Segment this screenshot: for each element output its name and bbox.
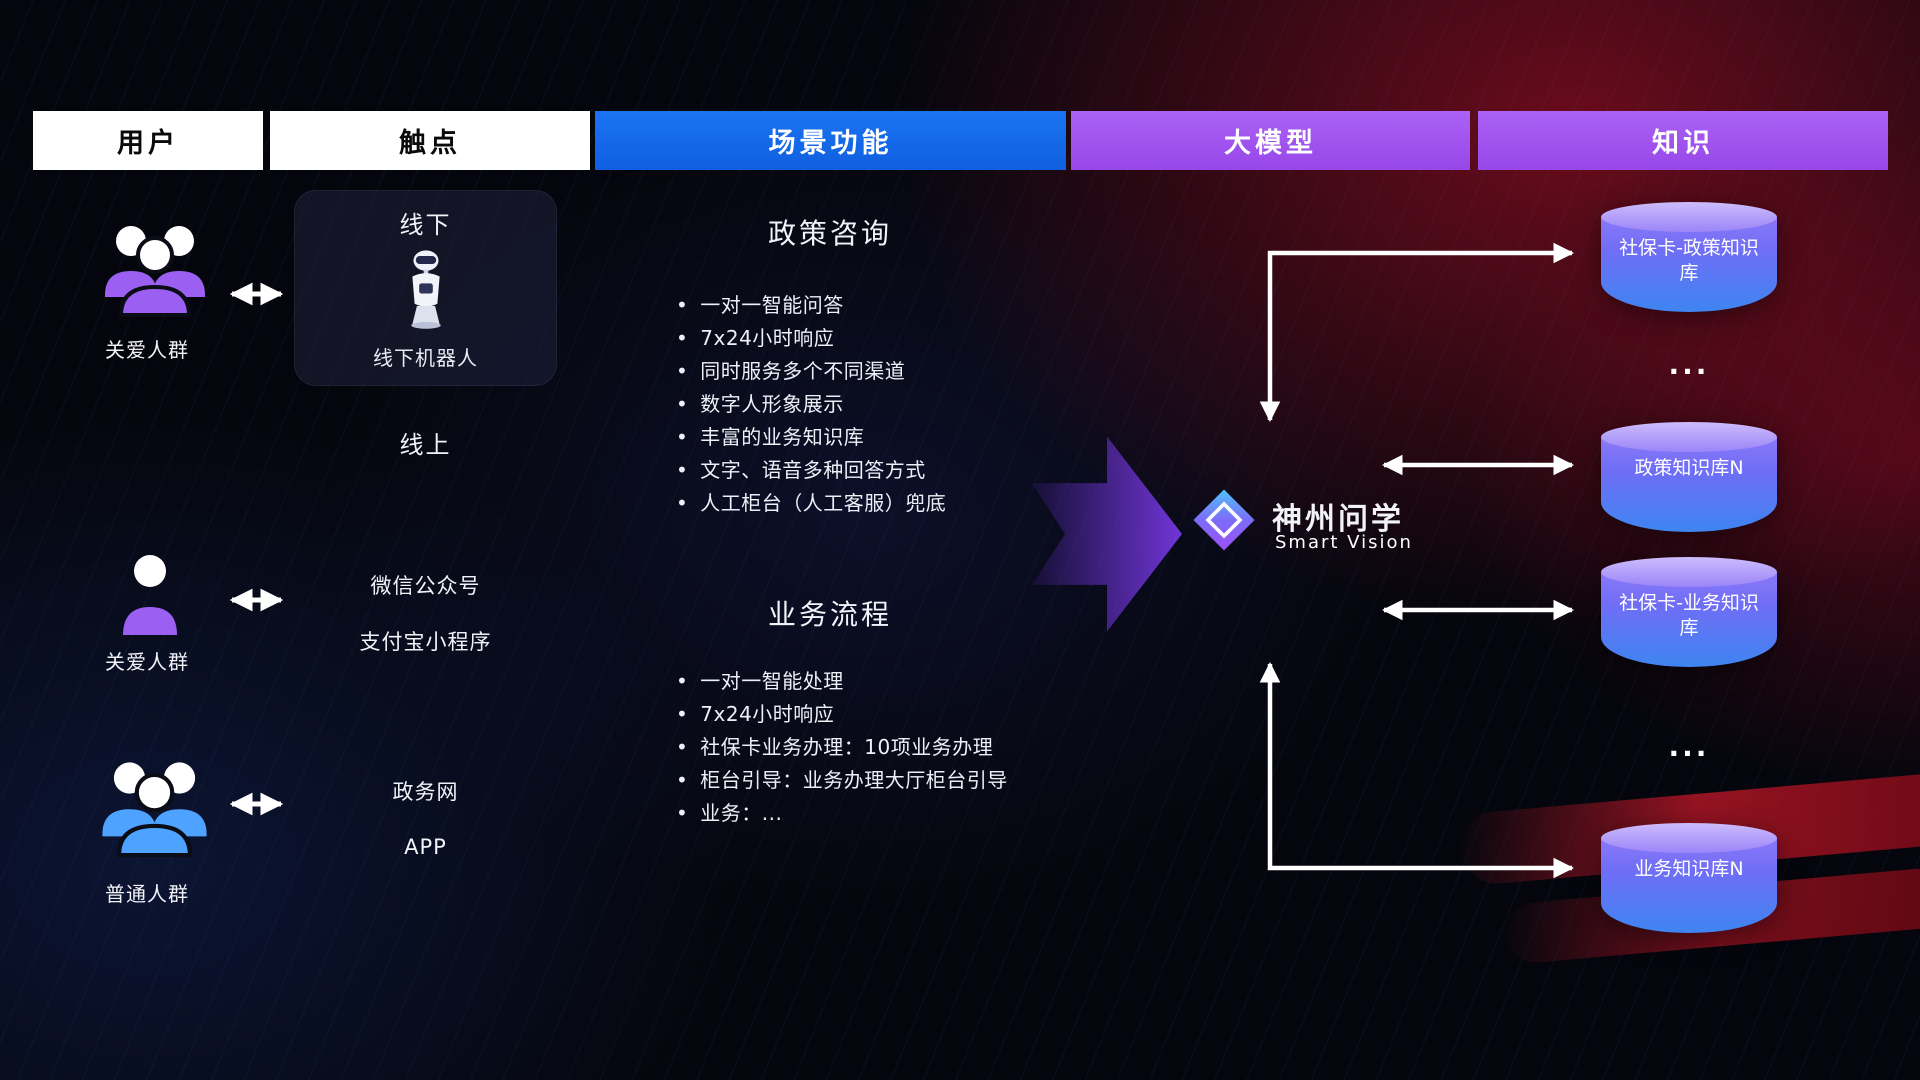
business-bullet: 社保卡业务办理：10项业务办理: [676, 731, 1008, 764]
db-policy-ssc: 社保卡-政策知识库: [1601, 202, 1777, 312]
policy-section-title: 政策咨询: [767, 217, 892, 250]
column-header-knowledge: 知识: [1478, 111, 1888, 170]
business-bullet: 7x24小时响应: [676, 698, 1008, 731]
channel-alipay: 支付宝小程序: [359, 630, 492, 654]
logo-subtitle: Smart Vision: [1275, 532, 1413, 553]
database-cylinder-icon: [1601, 572, 1777, 667]
channel-wechat: 微信公众号: [370, 574, 481, 598]
column-header-scenarios: 场景功能: [595, 111, 1066, 170]
policy-bullet: 人工柜台（人工客服）兜底: [676, 487, 946, 520]
database-cylinder-top-icon: [1601, 202, 1777, 232]
column-header-model: 大模型: [1071, 111, 1470, 170]
db-label: 政策知识库N: [1634, 457, 1744, 479]
channel-app: APP: [404, 835, 447, 859]
policy-bullet: 一对一智能问答: [676, 289, 946, 322]
business-bullet: 业务：...: [676, 797, 1008, 830]
db-label: 社保卡-业务知识库: [1619, 592, 1759, 640]
database-cylinder-top-icon: [1601, 422, 1777, 452]
db-business-n: 业务知识库N: [1601, 823, 1777, 933]
policy-bullet-list: 一对一智能问答 7x24小时响应 同时服务多个不同渠道 数字人形象展示 丰富的业…: [676, 289, 946, 520]
database-cylinder-icon: [1601, 437, 1777, 532]
database-cylinder-top-icon: [1601, 823, 1777, 853]
flow-arrow: [1032, 436, 1182, 632]
column-header-users: 用户: [33, 111, 263, 170]
policy-bullet: 数字人形象展示: [676, 388, 946, 421]
policy-bullet: 文字、语音多种回答方式: [676, 454, 946, 487]
database-cylinder-icon: [1601, 217, 1777, 312]
column-header-touchpoints: 触点: [270, 111, 590, 170]
business-bullet-list: 一对一智能处理 7x24小时响应 社保卡业务办理：10项业务办理 柜台引导：业务…: [676, 665, 1008, 830]
user-group-1-label: 关爱人群: [105, 338, 189, 362]
offline-card-title: 线下: [399, 211, 452, 239]
ellipsis-lower: ...: [1668, 730, 1710, 763]
model-to-db1-elbow-arrow: [1259, 242, 1575, 423]
policy-bullet: 同时服务多个不同渠道: [676, 355, 946, 388]
business-bullet: 柜台引导：业务办理大厅柜台引导: [676, 764, 1008, 797]
policy-bullet: 丰富的业务知识库: [676, 421, 946, 454]
general-group-icon: [92, 748, 217, 862]
logo-name: 神州问学: [1272, 502, 1404, 537]
offline-robot-label: 线下机器人: [373, 346, 478, 370]
model-to-db4-elbow-arrow: [1259, 661, 1575, 879]
business-section-title: 业务流程: [767, 598, 892, 631]
db-label: 业务知识库N: [1634, 858, 1744, 880]
db-label: 社保卡-政策知识库: [1619, 237, 1759, 285]
ellipsis-upper: ...: [1668, 348, 1710, 381]
logo-diamond-icon: [1188, 484, 1260, 560]
channel-gov-web: 政务网: [392, 780, 459, 804]
user-group-2-label: 关爱人群: [105, 650, 189, 674]
robot-icon: [401, 249, 451, 333]
db-business-ssc: 社保卡-业务知识库: [1601, 557, 1777, 667]
user-group-3-label: 普通人群: [105, 882, 189, 906]
care-person-icon: [117, 549, 183, 641]
db-policy-n: 政策知识库N: [1601, 422, 1777, 532]
offline-touchpoint-card: 线下 线下机器人: [294, 190, 557, 386]
database-cylinder-top-icon: [1601, 557, 1777, 587]
online-section-label: 线上: [399, 431, 452, 459]
database-cylinder-icon: [1601, 838, 1777, 933]
business-bullet: 一对一智能处理: [676, 665, 1008, 698]
policy-bullet: 7x24小时响应: [676, 322, 946, 355]
care-group-icon: [95, 212, 215, 322]
